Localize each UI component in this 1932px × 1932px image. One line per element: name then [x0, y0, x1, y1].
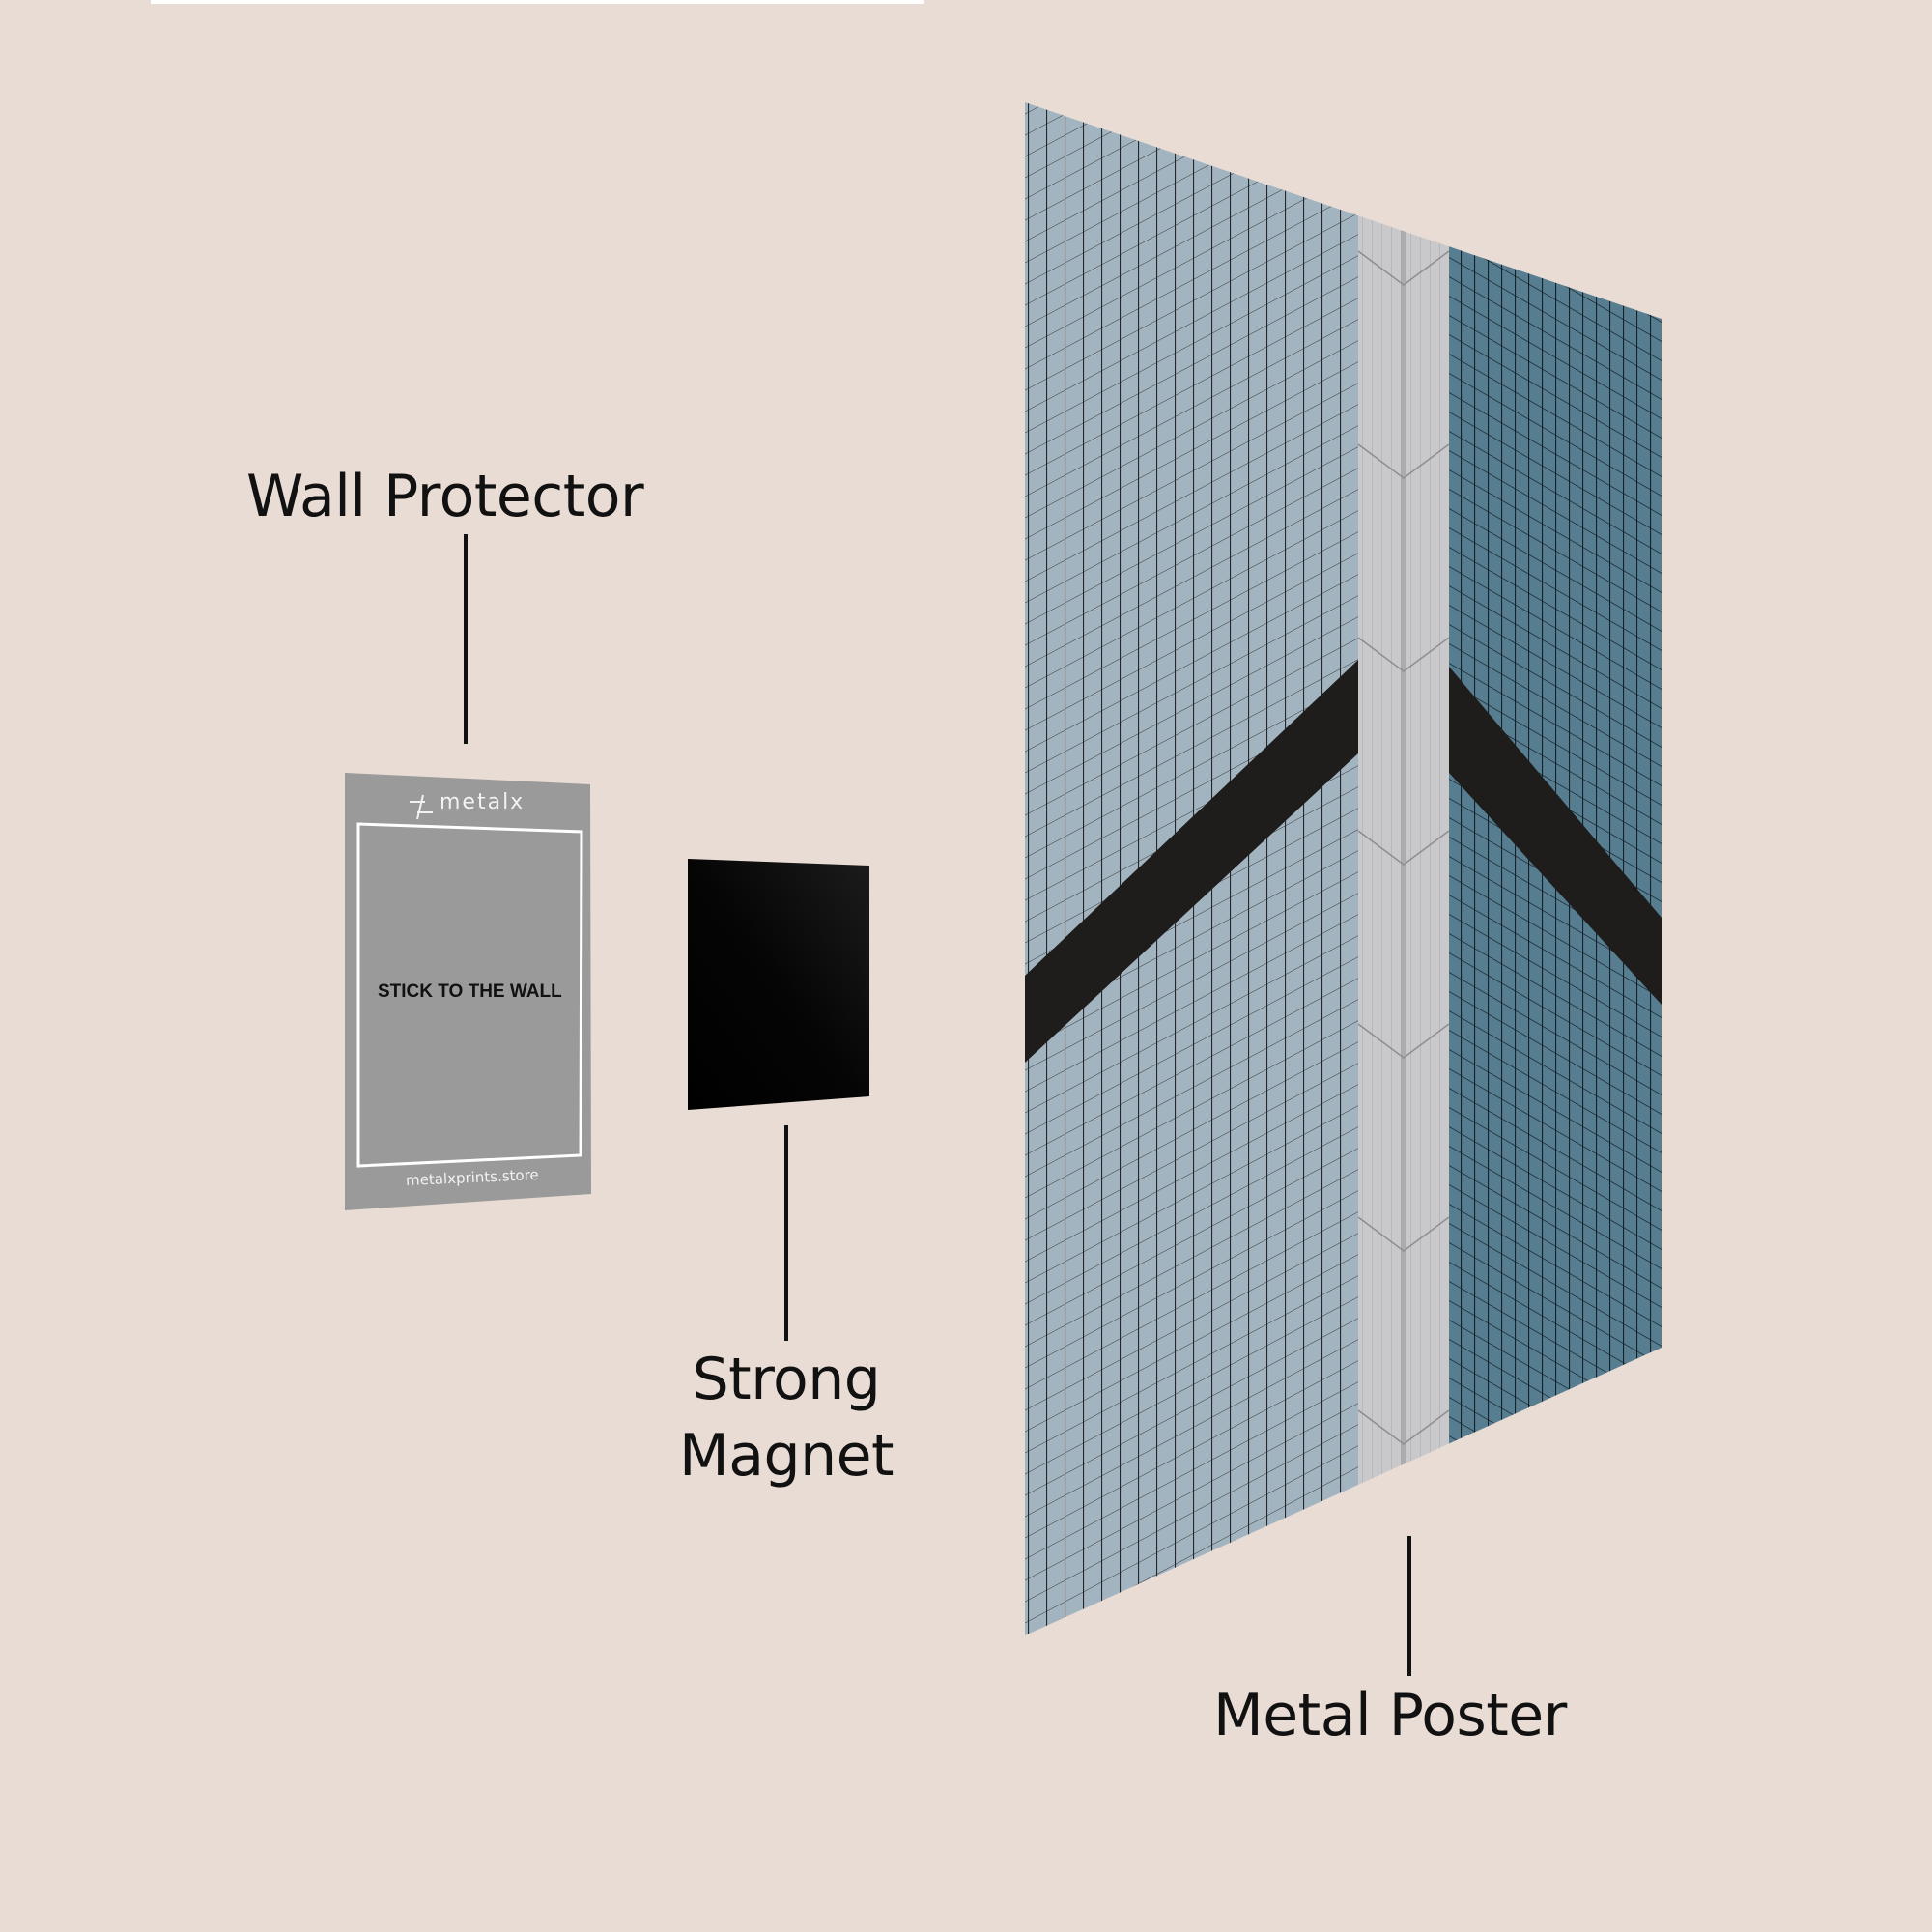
- metal-poster-label: Metal Poster: [1213, 1682, 1567, 1749]
- strong-magnet-plate: [688, 859, 869, 1110]
- metal-poster: [1025, 102, 1662, 1635]
- strong-magnet-leader-line: [784, 1125, 788, 1341]
- metalx-logo-icon: [410, 794, 433, 820]
- wall-protector-brand: metalx: [440, 790, 526, 814]
- wall-protector-website: metalxprints.store: [405, 1166, 540, 1189]
- wall-protector-leader-line: [464, 534, 468, 744]
- metal-poster-leader-line: [1407, 1536, 1411, 1676]
- wall-protector-instruction: STICK TO THE WALL: [378, 981, 562, 1002]
- top-divider-strip: [151, 0, 924, 4]
- wall-protector-label: Wall Protector: [246, 463, 644, 530]
- strong-magnet-label-line2: Magnet: [678, 1422, 895, 1490]
- strong-magnet-label-line1: Strong: [692, 1346, 881, 1413]
